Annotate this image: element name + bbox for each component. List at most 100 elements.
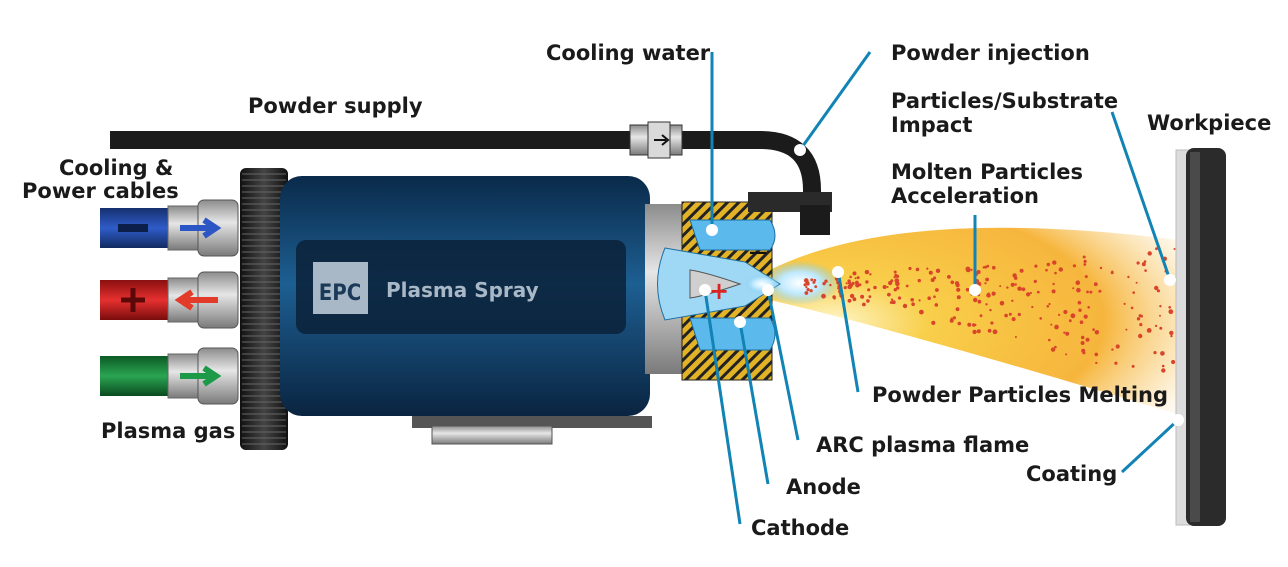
workpiece (1175, 148, 1226, 526)
particle-dot (1160, 351, 1165, 356)
anode-minus-icon: — (749, 242, 767, 263)
particle-dot (1072, 287, 1075, 290)
particle-dot (1169, 330, 1174, 336)
particle-dot (1050, 347, 1056, 352)
particle-dot (950, 280, 955, 285)
particle-dot (911, 302, 915, 307)
particle-dot (1131, 364, 1135, 368)
logo-text: EPC (319, 281, 362, 306)
particle-dot (882, 285, 887, 289)
particle-dot (821, 293, 826, 299)
particle-dot (910, 298, 914, 302)
particle-dot (1161, 364, 1165, 368)
particle-dot (1081, 335, 1085, 340)
particle-dot (1156, 289, 1160, 293)
particle-dot (852, 297, 857, 302)
particle-dot (1052, 282, 1055, 286)
particle-dot (935, 268, 941, 273)
particle-dot (1094, 352, 1099, 357)
particle-dot (984, 282, 987, 285)
particle-dot (856, 276, 860, 280)
label-powder-supply: Powder supply (248, 94, 423, 118)
particle-dot (1010, 282, 1015, 287)
particle-dot (931, 320, 936, 325)
particle-dot (893, 288, 897, 292)
label-workpiece: Workpiece (1147, 111, 1271, 135)
particle-dot (1006, 286, 1009, 289)
particle-dot (1063, 309, 1068, 315)
particle-dot (933, 276, 937, 280)
particle-dot (1143, 260, 1147, 263)
particle-dot (1012, 273, 1017, 278)
particle-dot (1054, 324, 1059, 330)
particle-dot (976, 269, 981, 275)
particle-dot (1155, 247, 1158, 251)
particle-dot (1135, 281, 1138, 284)
minus-sign-icon (118, 224, 148, 232)
particle-dot (1115, 344, 1120, 349)
particle-dot (1065, 331, 1070, 336)
particle-dot (873, 285, 877, 290)
particle-dot (895, 281, 900, 287)
torch-body (280, 176, 652, 445)
particle-dot (915, 267, 920, 272)
particle-dot (1082, 255, 1086, 259)
particle-dot (854, 277, 857, 280)
particle-dot (1099, 266, 1103, 270)
particle-dot (814, 285, 818, 288)
particle-dot (1068, 319, 1072, 323)
particle-dot (1034, 264, 1038, 268)
tube-coupling (629, 121, 683, 159)
particle-dot (868, 295, 872, 299)
particle-dot (1093, 282, 1098, 287)
particle-dot (1045, 268, 1048, 272)
particle-dot (1054, 271, 1057, 275)
torch-nozzle (645, 192, 832, 381)
particle-dot (1146, 328, 1152, 333)
particle-dot (1147, 251, 1152, 256)
particle-dot (1021, 287, 1026, 292)
particle-dot (888, 281, 892, 285)
particle-dot (1092, 328, 1095, 331)
particle-dot (1063, 331, 1066, 334)
particle-dot (989, 308, 992, 312)
cable-minus (100, 199, 239, 257)
particle-dot (949, 318, 954, 323)
particle-dot (965, 266, 971, 272)
particle-dot (1031, 305, 1034, 309)
particle-dot (845, 282, 848, 285)
particle-dot (955, 307, 960, 312)
particle-dot (1072, 264, 1076, 268)
particle-dot (849, 275, 852, 279)
particle-dot (979, 314, 983, 318)
particle-dot (1029, 291, 1032, 295)
particle-dot (1138, 333, 1143, 339)
particle-dot (985, 277, 989, 282)
particle-dot (987, 328, 992, 333)
particle-dot (908, 266, 912, 271)
particle-dot (1048, 302, 1051, 306)
label-plasma-gas: Plasma gas (101, 419, 235, 443)
particle-dot (1008, 312, 1012, 316)
label-particles-impact-2: Impact (891, 113, 972, 137)
particle-dot (1052, 260, 1057, 265)
particle-dot (1136, 261, 1140, 265)
label-anode: Anode (786, 475, 861, 499)
particle-dot (1159, 314, 1161, 317)
cable-plus (100, 271, 239, 329)
particle-dot (1154, 324, 1158, 328)
particle-dot (1094, 330, 1100, 335)
particle-dot (847, 298, 852, 303)
particle-dot (869, 273, 872, 276)
particle-dot (974, 323, 977, 326)
particle-dot (982, 266, 985, 269)
particle-dot (858, 283, 862, 287)
particle-dot (905, 284, 909, 288)
particle-dot (833, 297, 836, 300)
particle-dot (886, 286, 889, 288)
particle-dot (1083, 259, 1087, 263)
particle-dot (1075, 280, 1081, 286)
label-powder-melting: Powder Particles Melting (872, 383, 1168, 407)
particle-dot (935, 288, 939, 292)
particle-dot (955, 283, 960, 288)
